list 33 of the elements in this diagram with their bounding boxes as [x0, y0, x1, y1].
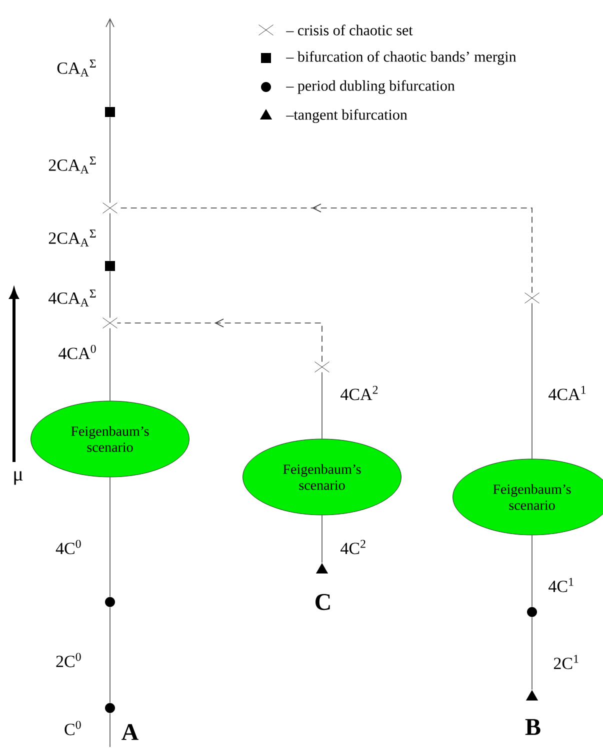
line-segment [106, 18, 114, 108]
legend-text: – period dubling bifurcation [286, 80, 455, 94]
region-label: 4CA$_{A}$Σ [48, 290, 96, 306]
region-label: 4C$^{0}$ [56, 540, 81, 554]
region-label: 4CA$^{1}$ [548, 386, 586, 400]
region-label: 4C$^{1}$ [548, 578, 574, 592]
crisis-cross [524, 292, 540, 304]
triangle-marker [316, 563, 328, 574]
branch-letter: B [525, 719, 540, 735]
dot-marker [105, 703, 115, 713]
crisis-cross [314, 362, 330, 372]
region-label: 2CA$_{A}$Σ [48, 156, 96, 174]
branch-letter: A [122, 724, 138, 740]
region-label: C$^{0}$ [64, 720, 81, 736]
square-marker [105, 261, 115, 271]
triangle-marker [526, 690, 538, 700]
region-label: μ [14, 471, 23, 485]
region-label: 4CA$^{0}$ [58, 344, 96, 360]
legend-text: – bifurcation of chaotic bands’ mergin [286, 51, 516, 65]
dot-marker [527, 607, 537, 617]
region-label: 4C$^{2}$ [340, 540, 366, 554]
dot-marker [105, 597, 115, 607]
branch-letter: C [316, 594, 330, 610]
region-label: CA$_{A}$Σ [57, 60, 96, 76]
region-label: 4CA$^{2}$ [340, 386, 378, 400]
region-label: 2C$^{0}$ [56, 652, 81, 668]
square-marker [105, 107, 115, 117]
legend-text: –tangent bifurcation [286, 109, 408, 123]
region-label: 2CA$_{A}$Σ [48, 230, 96, 246]
region-label: 2C$^{1}$ [554, 654, 578, 670]
crisis-cross [102, 318, 118, 328]
legend-text: – crisis of chaotic set [286, 24, 413, 36]
crisis-cross [102, 202, 118, 214]
